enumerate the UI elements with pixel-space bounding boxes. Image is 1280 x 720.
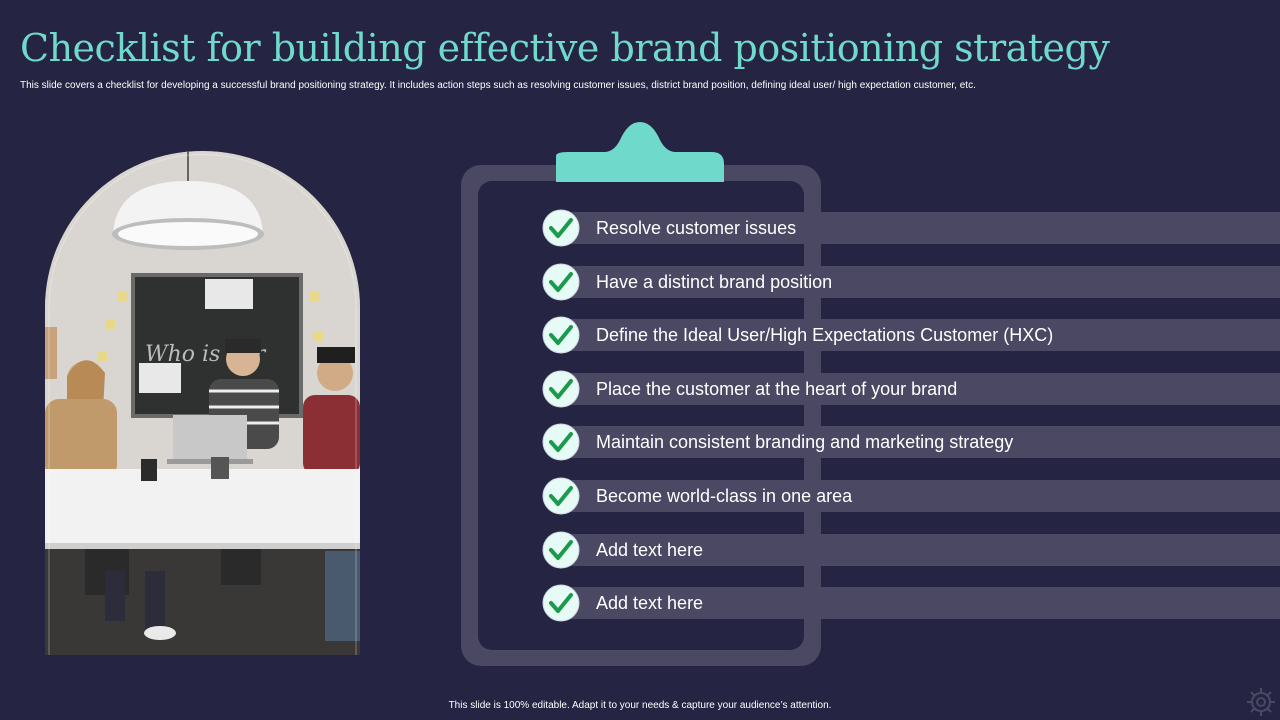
checklist-item-label: Become world-class in one area: [596, 486, 853, 506]
gear-icon[interactable]: [1245, 686, 1277, 718]
check-icon[interactable]: [542, 263, 580, 301]
check-icon[interactable]: [542, 423, 580, 461]
clipboard-paper: [478, 181, 804, 650]
checklist-item-label: Have a distinct brand position: [596, 272, 833, 292]
meeting-photo-illustration: Who is our consu: [45, 151, 360, 655]
check-icon[interactable]: [542, 584, 580, 622]
checklist-item-label: Define the Ideal User/High Expectations …: [596, 325, 1054, 345]
checklist-row-bar: [560, 426, 1280, 458]
slide-footer: This slide is 100% editable. Adapt it to…: [448, 700, 832, 711]
checklist-item-label: Resolve customer issues: [596, 218, 797, 238]
checklist-row-bar: [560, 212, 1280, 244]
check-icon[interactable]: [542, 370, 580, 408]
checklist-row-bar: [560, 480, 1280, 512]
slide-subtitle: This slide covers a checklist for develo…: [20, 80, 976, 91]
check-icon[interactable]: [542, 209, 580, 247]
slide-title: Checklist for building effective brand p…: [20, 26, 1110, 70]
checklist-row-bar: [560, 373, 1280, 405]
checklist-item-label: Maintain consistent branding and marketi…: [596, 432, 1014, 452]
checklist-item-label: Add text here: [596, 593, 704, 613]
check-icon[interactable]: [542, 316, 580, 354]
checklist-row-bar: [560, 587, 1280, 619]
checklist-item-label: Place the customer at the heart of your …: [596, 379, 958, 399]
meeting-photo: Who is our consu: [45, 151, 360, 655]
checklist-row-bar: [560, 534, 1280, 566]
check-icon[interactable]: [542, 531, 580, 569]
check-icon[interactable]: [542, 477, 580, 515]
checklist-row-bar: [560, 266, 1280, 298]
clipboard-clip-icon: [556, 122, 724, 182]
checklist-item-label: Add text here: [596, 540, 704, 560]
checklist-row-bar: [560, 319, 1280, 351]
